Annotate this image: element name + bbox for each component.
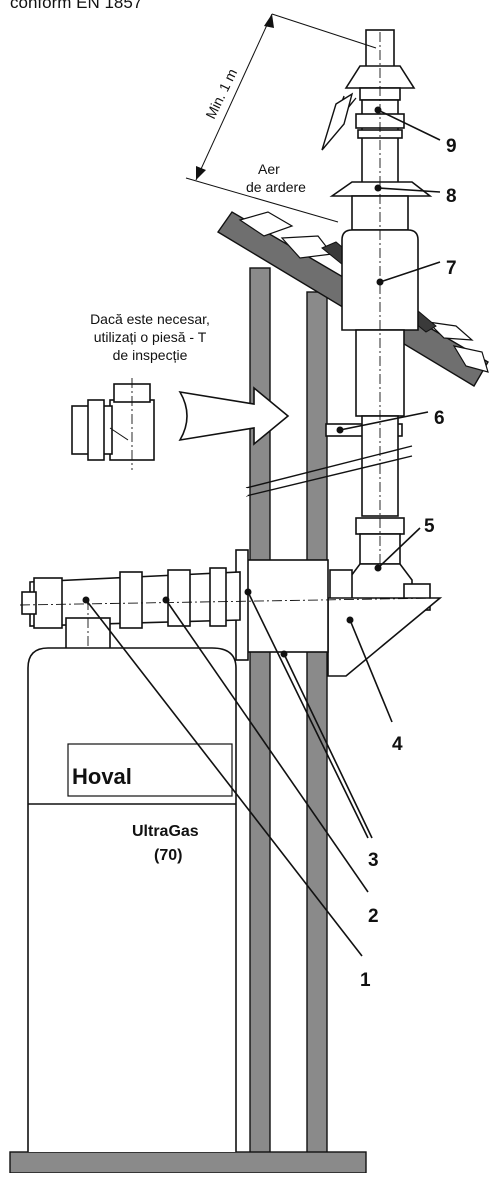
note-line-3: de inspecție (113, 347, 188, 363)
roof-tile (238, 211, 294, 237)
boiler: Hoval UltraGas (70) (27, 647, 237, 1152)
support-bracket-4 (327, 597, 443, 677)
dim-extension-top (271, 13, 377, 49)
model-name: UltraGas (132, 823, 199, 840)
air-arrow (321, 92, 354, 151)
pipe-coupling (119, 571, 143, 629)
combustion-air-arrow: Aer de ardere (246, 92, 357, 195)
support-elbow (327, 563, 443, 677)
pipe-end-plug (21, 591, 37, 615)
part-number-1: 1 (360, 970, 371, 991)
part-number-6: 6 (434, 408, 445, 429)
note-line-1: Dacă este necesar, (90, 311, 210, 327)
note-line-2: utilizați o piesă - T (94, 329, 207, 345)
dim-arrowhead-top (264, 14, 274, 28)
right-wall (306, 291, 328, 1159)
wall-sleeve-3 (243, 559, 329, 653)
pipe-coupling (209, 567, 227, 627)
roof-tile (426, 321, 474, 341)
roof-tile (452, 345, 489, 373)
dim-label: Min. 1 m (202, 66, 240, 121)
part-number-5: 5 (424, 516, 435, 537)
break-marks (244, 445, 413, 497)
boiler-body (27, 647, 237, 1152)
arrow-to-shaft (178, 386, 290, 446)
horizontal-flue (19, 549, 441, 668)
floor-slab (9, 1151, 367, 1174)
part-number-8: 8 (446, 186, 457, 207)
model-power: (70) (154, 847, 182, 864)
inspection-tee-detail (71, 378, 290, 470)
tee-branch-collar (87, 399, 105, 461)
header-text: conform EN 1857 (10, 0, 142, 12)
shaft-walls (249, 267, 328, 1159)
part-number-3: 3 (368, 850, 379, 871)
part-number-4: 4 (392, 734, 403, 755)
tee-inner (109, 427, 129, 441)
leader-lines (82, 106, 441, 957)
part-number-2: 2 (368, 906, 379, 927)
air-label-1: Aer (258, 161, 280, 177)
dim-line (195, 13, 273, 181)
horizontal-centerline (19, 597, 441, 606)
part-number-9: 9 (446, 136, 457, 157)
air-label-2: de ardere (246, 179, 306, 195)
part-numbers: 9 8 7 6 5 4 3 2 1 (360, 136, 457, 991)
pipe-end-cap (33, 577, 63, 629)
inspection-note: Dacă este necesar, utilizați o piesă - T… (90, 311, 210, 363)
dim-extension-bottom (185, 177, 339, 223)
dim-arrowhead-bottom (196, 166, 206, 180)
part-number-7: 7 (446, 258, 457, 279)
brand-logo-text: Hoval (72, 764, 132, 789)
